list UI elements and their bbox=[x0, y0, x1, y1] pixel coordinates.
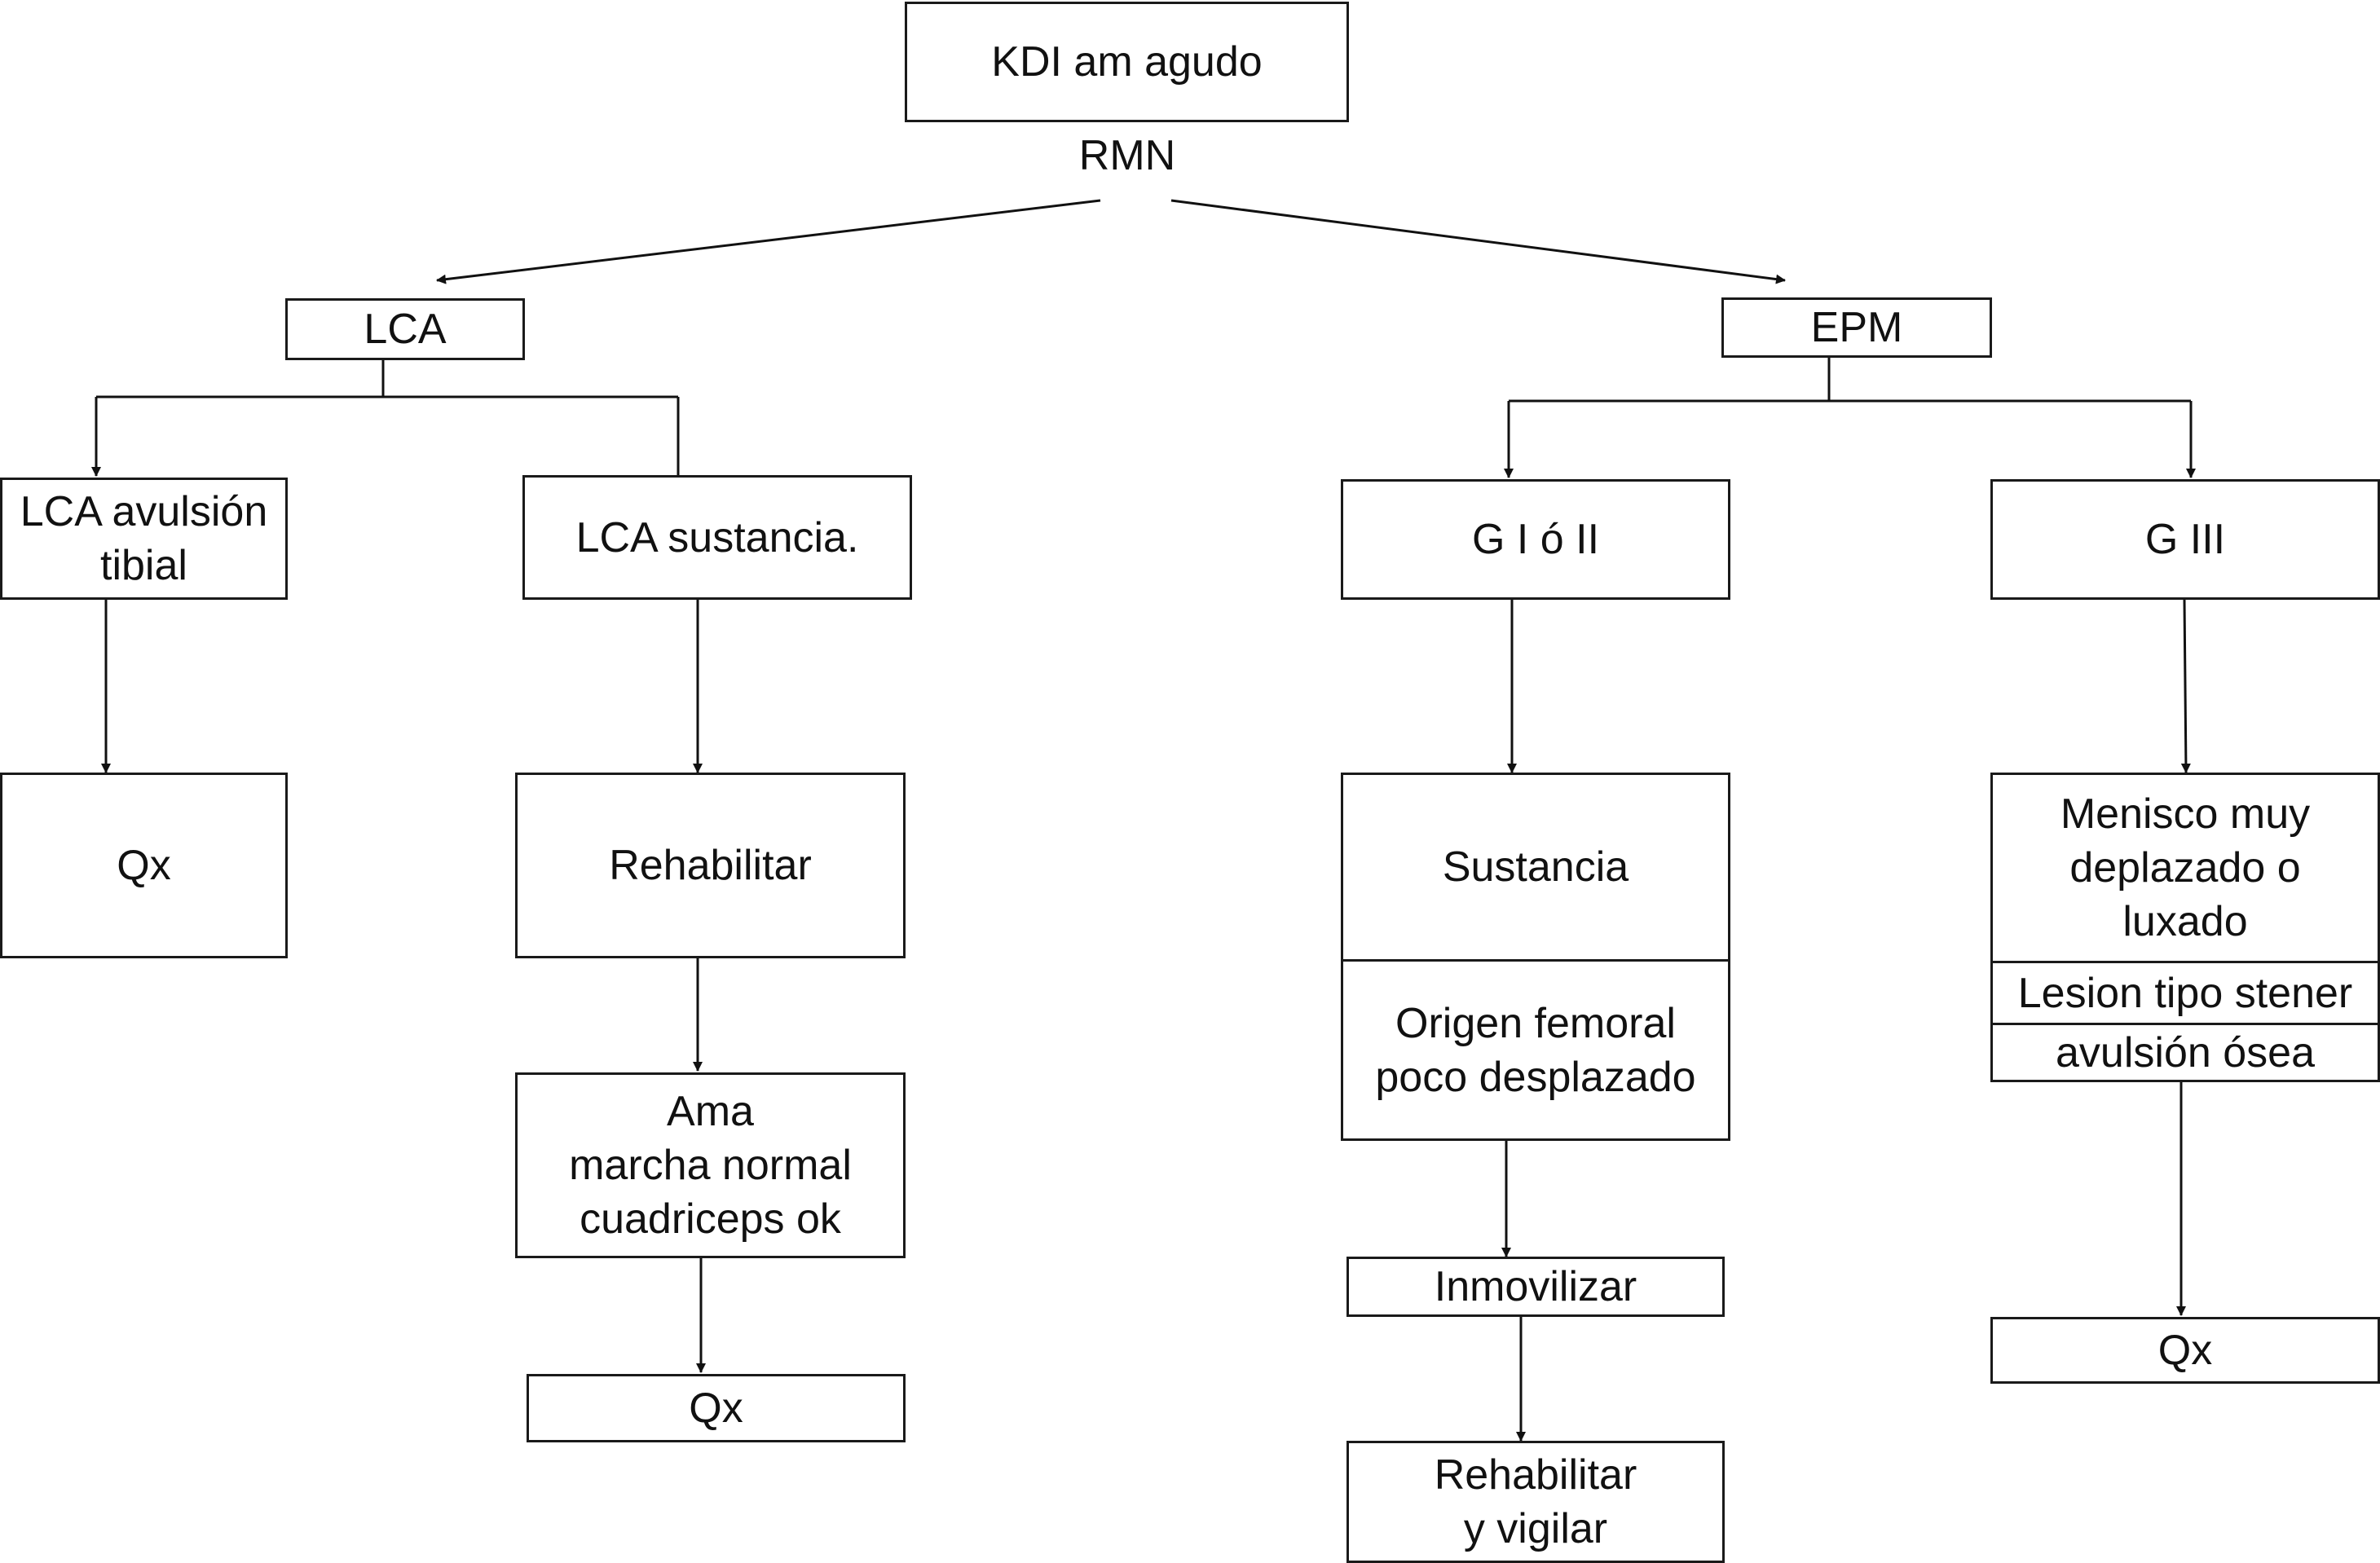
node-g-i-ii-label: G I ó II bbox=[1471, 516, 1600, 563]
node-menisco-line-1: Menisco muy bbox=[2060, 790, 2311, 838]
node-root-label: KDI am agudo bbox=[991, 38, 1263, 86]
node-qx-left: Qx bbox=[0, 773, 288, 958]
node-inmovilizar-label: Inmovilizar bbox=[1434, 1263, 1637, 1310]
node-lesion-stener-label: Lesion tipo stener bbox=[2017, 969, 2353, 1017]
node-menisco-line-3: luxado bbox=[2122, 898, 2248, 945]
node-rehabilitar-label: Rehabilitar bbox=[609, 842, 812, 889]
node-lca-avulsion-line-1: LCA avulsión bbox=[20, 488, 268, 535]
node-lca: LCA bbox=[285, 298, 525, 360]
rmn-label: RMN bbox=[1078, 132, 1176, 179]
node-epm-label: EPM bbox=[1810, 304, 1903, 351]
node-epm: EPM bbox=[1721, 297, 1992, 358]
node-sustancia: Sustancia bbox=[1343, 775, 1728, 959]
node-origen-femoral: Origen femoral poco desplazado bbox=[1343, 959, 1728, 1138]
node-menisco-group: Menisco muy deplazado o luxado Lesion ti… bbox=[1990, 773, 2380, 1082]
node-avulsion-osea-label: avulsión ósea bbox=[2056, 1028, 2315, 1076]
node-lca-sustancia-label: LCA sustancia. bbox=[575, 513, 859, 561]
node-menisco-line-2: deplazado o bbox=[2069, 844, 2301, 892]
node-rehab-vigilar-line-1: Rehabilitar bbox=[1434, 1451, 1637, 1499]
node-origen-line-1: Origen femoral bbox=[1395, 999, 1676, 1047]
connector-epm-split bbox=[1507, 357, 2193, 478]
node-ama-line-2: marcha normal bbox=[569, 1142, 852, 1189]
node-lca-sustancia: LCA sustancia. bbox=[522, 475, 912, 600]
node-lca-avulsion-line-2: tibial bbox=[100, 542, 187, 589]
node-rehab-vigilar: Rehabilitar y vigilar bbox=[1346, 1441, 1725, 1563]
node-qx-mid-label: Qx bbox=[689, 1385, 743, 1432]
node-qx-right: Qx bbox=[1990, 1317, 2380, 1384]
node-qx-mid: Qx bbox=[527, 1374, 906, 1442]
node-ama-line-3: cuadriceps ok bbox=[580, 1195, 841, 1243]
node-lca-label: LCA bbox=[364, 306, 447, 353]
node-avulsion-osea: avulsión ósea bbox=[1993, 1023, 2378, 1080]
node-g-i-ii: G I ó II bbox=[1341, 479, 1730, 600]
node-root: KDI am agudo bbox=[905, 2, 1349, 122]
node-lesion-stener: Lesion tipo stener bbox=[1993, 961, 2378, 1023]
node-rehab-vigilar-line-2: y vigilar bbox=[1463, 1505, 1608, 1552]
arrow-g3-to-menisco bbox=[2180, 599, 2191, 773]
connector-lca-split bbox=[95, 359, 680, 476]
node-ama-line-1: Ama bbox=[667, 1088, 754, 1135]
node-sustancia-group: Sustancia Origen femoral poco desplazado bbox=[1341, 773, 1730, 1141]
node-g-iii-label: G III bbox=[2144, 516, 2226, 563]
node-lca-avulsion: LCA avulsión tibial bbox=[0, 478, 288, 600]
node-g-iii: G III bbox=[1990, 479, 2380, 600]
node-qx-left-label: Qx bbox=[117, 842, 171, 889]
node-qx-right-label: Qx bbox=[2157, 1327, 2213, 1374]
node-rehabilitar: Rehabilitar bbox=[515, 773, 906, 958]
node-menisco: Menisco muy deplazado o luxado bbox=[1993, 775, 2378, 961]
arrow-rmn-to-epm bbox=[1170, 199, 1786, 284]
arrow-rmn-to-lca bbox=[436, 199, 1101, 284]
node-inmovilizar: Inmovilizar bbox=[1346, 1257, 1725, 1317]
node-sustancia-label: Sustancia bbox=[1442, 843, 1629, 891]
node-ama: Ama marcha normal cuadriceps ok bbox=[515, 1072, 906, 1258]
node-origen-line-2: poco desplazado bbox=[1375, 1053, 1696, 1101]
